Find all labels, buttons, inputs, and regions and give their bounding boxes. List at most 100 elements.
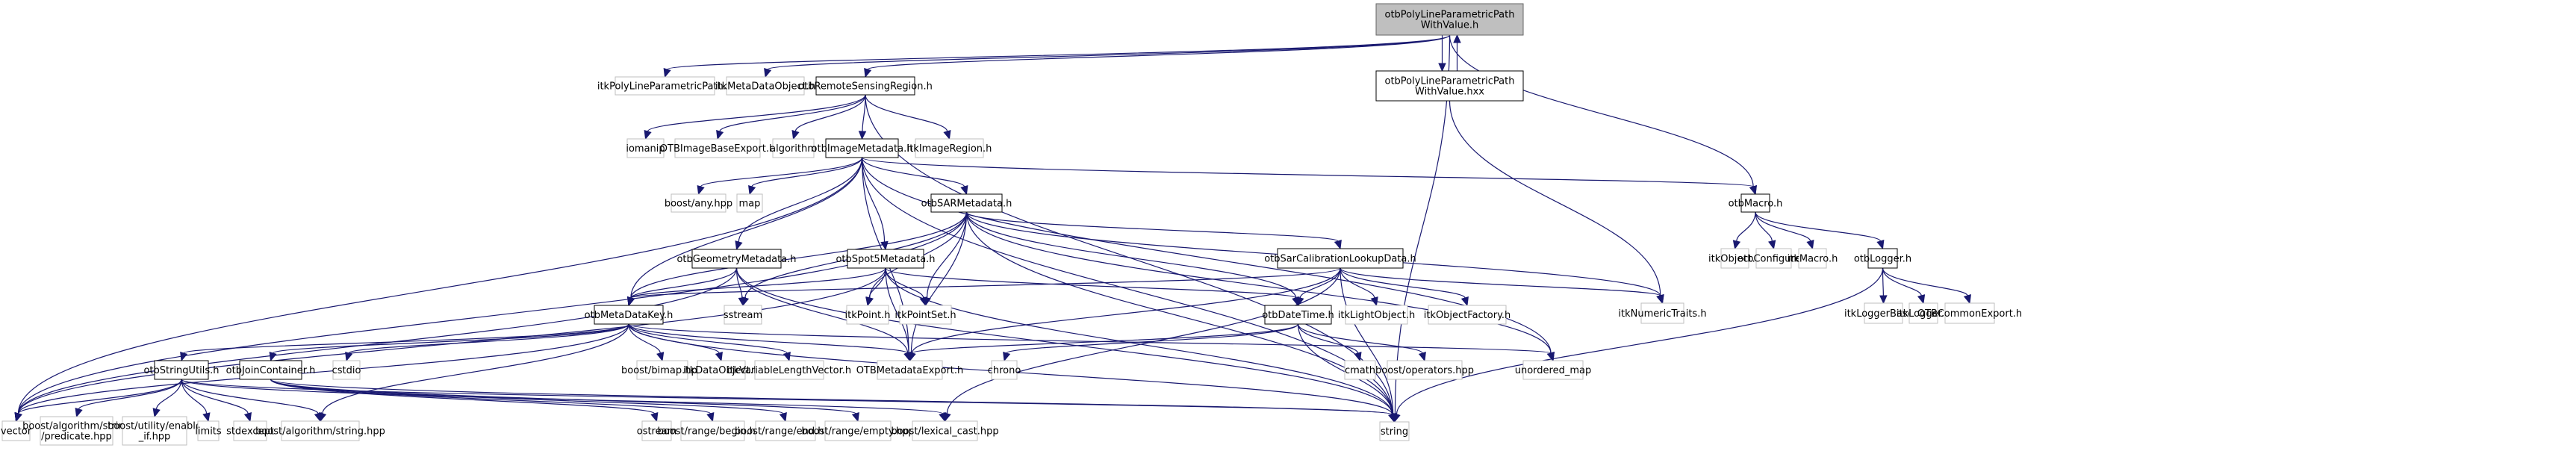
node-box <box>755 420 816 441</box>
edge-line <box>630 267 1341 299</box>
node-label: WithValue.h <box>1421 20 1479 31</box>
node-box <box>1379 421 1410 441</box>
edge-line <box>1882 267 1922 296</box>
edge-hxx-to-itkNumericTraits <box>1449 100 1664 305</box>
node-cstdio: cstdio <box>332 360 361 380</box>
node-box <box>736 193 763 213</box>
node-otbSarCalibrationLookupData[interactable]: otbSarCalibrationLookupData.h <box>1264 248 1416 269</box>
edge-line <box>861 157 965 187</box>
node-box <box>1 420 31 441</box>
node-otbSARMetadata[interactable]: otbSARMetadata.h <box>921 193 1012 213</box>
node-label: otbMacro.h <box>1729 199 1783 210</box>
arrowhead-icon <box>1879 295 1888 305</box>
node-box <box>1522 360 1584 380</box>
node-label: chrono <box>988 365 1021 376</box>
edge-line <box>270 379 1393 415</box>
edge-line <box>1449 34 1754 187</box>
node-otbJoinContainer[interactable]: otbJoinContainer.h <box>226 360 316 380</box>
node-box <box>1375 3 1524 36</box>
edge-line <box>181 379 319 414</box>
node-label: itkDataObject.h <box>683 365 759 376</box>
edge-otbLogger-to-string <box>1393 267 1884 423</box>
edge-line <box>181 379 208 414</box>
edge-line <box>946 267 1341 414</box>
edge-line <box>647 94 866 132</box>
node-label: vector <box>1 426 32 438</box>
node-boostenableif: boost/utility/enable_if.hpp <box>108 416 202 446</box>
edge-line <box>1755 211 1882 242</box>
edge-line <box>735 267 1393 415</box>
node-otbGeometryMetadata[interactable]: otbGeometryMetadata.h <box>676 249 797 269</box>
edge-line <box>628 323 720 354</box>
node-box <box>1720 248 1749 269</box>
node-box <box>1344 360 1376 380</box>
node-label: boost/algorithm/string <box>22 421 131 432</box>
node-otbSpot5Metadata[interactable]: otbSpot5Metadata.h <box>836 249 936 269</box>
edge-line <box>348 323 629 354</box>
edge-otbDateTime-to-cmath <box>1297 323 1362 362</box>
arrowhead-icon <box>269 352 277 362</box>
edge-line <box>270 379 712 414</box>
node-label: otbSARMetadata.h <box>921 199 1012 210</box>
arrowhead-icon <box>908 352 916 362</box>
edge-otbImageMetadata-to-otbSARMetadata <box>861 157 968 196</box>
node-otbMetaDataKey[interactable]: otbMetaDataKey.h <box>585 305 673 325</box>
edge-line <box>628 323 788 354</box>
node-itkPointSet: itkPointSet.h <box>895 305 956 325</box>
node-otbLogger[interactable]: otbLogger.h <box>1854 248 1911 269</box>
node-label: boost/range/empty.hpp <box>801 426 914 438</box>
node-box <box>877 360 943 380</box>
edge-line <box>861 157 1552 354</box>
node-boostrangebegin: boost/range/begin.hpp <box>658 420 768 441</box>
node-box <box>846 305 889 325</box>
arrowhead-icon <box>644 130 652 140</box>
arrowhead-icon <box>1806 240 1814 250</box>
edge-otbMacro-to-itkMacro <box>1755 211 1814 250</box>
node-label: OTBCommonExport.h <box>1917 308 2022 320</box>
edge-line <box>861 157 886 243</box>
node-label: otbJoinContainer.h <box>226 365 316 376</box>
node-itkMacro: itkMacro.h <box>1788 248 1838 269</box>
arrowhead-icon <box>764 68 772 78</box>
node-box <box>724 305 762 325</box>
node-otbDateTime[interactable]: otbDateTime.h <box>1262 305 1334 325</box>
node-OTBImageBaseExport: OTBImageBaseExport.h <box>660 138 775 158</box>
node-boostany: boost/any.hpp <box>665 193 732 213</box>
node-otbImageMetadata[interactable]: otbImageMetadata.h <box>812 138 913 158</box>
node-otbRemoteSensingRegion[interactable]: otbRemoteSensingRegion.h <box>798 76 933 96</box>
arrowhead-icon <box>716 130 724 140</box>
node-label: boost/bimap.hpp <box>621 365 703 376</box>
arrowhead-icon <box>779 412 787 423</box>
node-box <box>1375 70 1524 102</box>
node-otbStringUtils[interactable]: otbStringUtils.h <box>143 360 220 380</box>
node-itkPoint: itkPoint.h <box>845 305 890 325</box>
edge-otbRemoteSensingRegion-to-algorithm <box>791 94 866 140</box>
edge-line <box>183 323 629 354</box>
arrowhead-icon <box>1418 352 1426 362</box>
arrowhead-icon <box>627 296 635 307</box>
node-otbMacro[interactable]: otbMacro.h <box>1729 193 1783 213</box>
node-boostlexicalcast: boost/lexical_cast.hpp <box>891 420 999 441</box>
arrowhead-icon <box>939 412 947 423</box>
node-box <box>772 138 815 158</box>
node-itkObject: itkObject.h <box>1708 248 1761 269</box>
edge-line <box>155 379 182 410</box>
node-ostream: ostream <box>637 420 676 441</box>
arrowhead-icon <box>1732 240 1741 250</box>
node-label: otbSarCalibrationLookupData.h <box>1264 254 1416 265</box>
node-box <box>915 138 984 158</box>
edge-line <box>1882 267 1968 296</box>
edge-otbDateTime-to-boostoperators <box>1297 323 1426 362</box>
edge-line <box>867 34 1451 70</box>
node-label: itkPolyLineParametricPath.h <box>597 81 732 93</box>
node-itkObjectFactory: itkObjectFactory.h <box>1424 305 1511 325</box>
arrowhead-icon <box>748 185 756 196</box>
arrowhead-icon <box>152 408 161 418</box>
node-itkNumericTraits: itkNumericTraits.h <box>1618 302 1707 324</box>
edge-line <box>1340 267 1661 296</box>
edge-line <box>751 157 863 187</box>
edge-line <box>1299 267 1341 299</box>
